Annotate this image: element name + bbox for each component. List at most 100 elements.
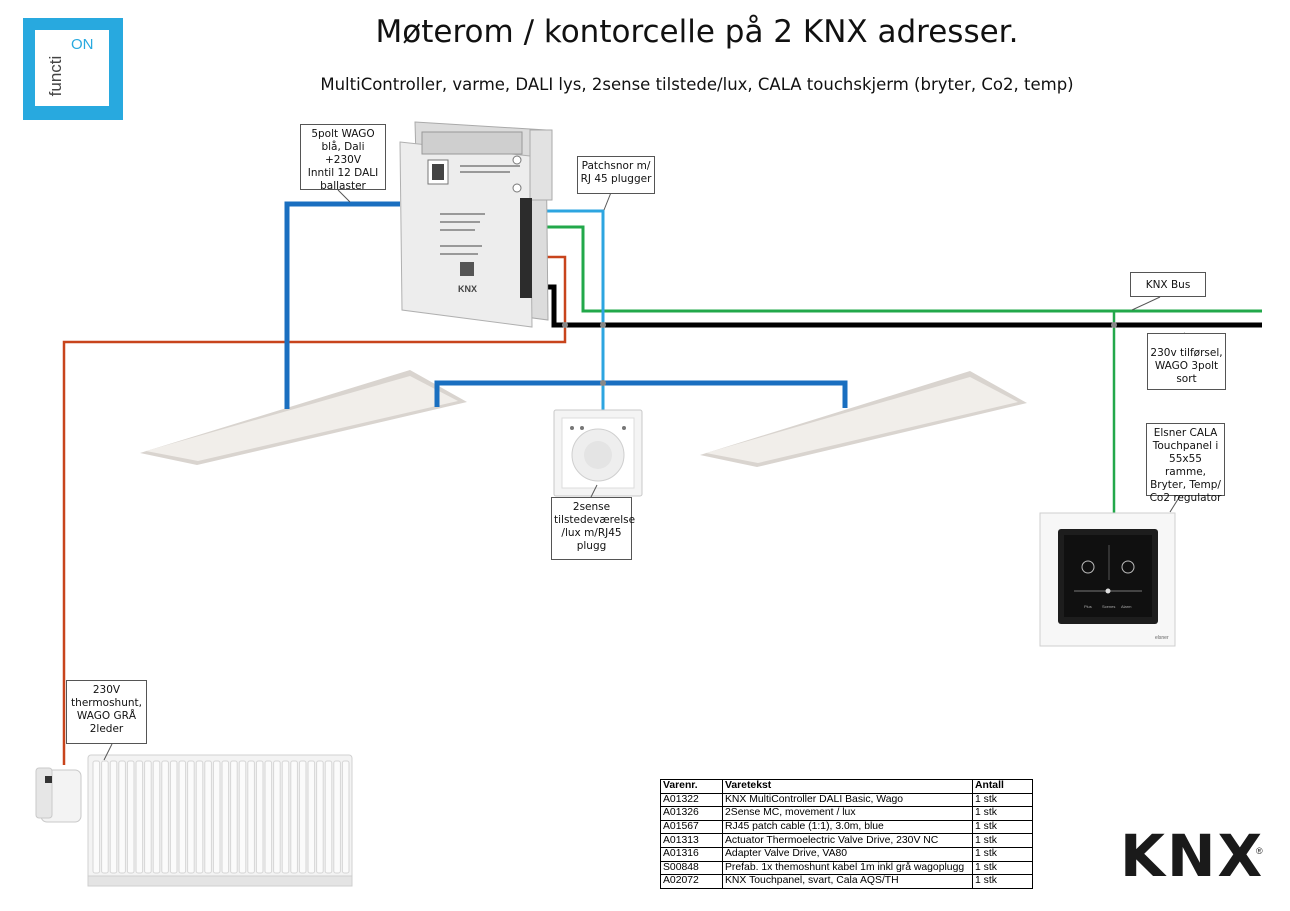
- callout-pointer: [1169, 495, 1181, 513]
- panel-button-scenes: Scenes: [1102, 604, 1115, 609]
- radiator-fin: [109, 760, 118, 874]
- radiator-fin: [212, 760, 221, 874]
- cala-touchpanel: Plus Scenes Alarm elsner: [1039, 512, 1176, 647]
- radiator-fin: [161, 760, 169, 874]
- junction-dot: [1111, 322, 1117, 328]
- panel-brand: elsner: [1155, 635, 1169, 641]
- callout-line: blå, Dali +230V: [321, 141, 365, 166]
- table-cell: A01316: [660, 846, 723, 862]
- radiator-fin: [230, 760, 238, 874]
- radiator-fin: [273, 760, 281, 874]
- functi-on-logo: ON functi: [23, 18, 123, 120]
- callout-line: tilstedeværelse: [554, 514, 636, 526]
- callout-line: Elsner CALA: [1153, 427, 1218, 439]
- callout-pointer: [590, 484, 598, 498]
- radiator-fin: [135, 760, 144, 874]
- panel-button-plus: Plus: [1084, 604, 1092, 609]
- callout-line: thermoshunt,: [71, 697, 142, 709]
- callout-pointer: [103, 743, 113, 761]
- callout-line: Bryter, Temp/: [1150, 479, 1221, 491]
- logo-on-text: ON: [71, 36, 94, 53]
- callout-pointer: [337, 189, 351, 203]
- col-varetekst: Varetekst: [722, 779, 973, 794]
- callout-line: WAGO GRÅ: [76, 710, 137, 722]
- table-header-row: Varenr. Varetekst Antall: [660, 779, 1033, 794]
- radiator-fin: [238, 760, 247, 874]
- callout-line: RJ 45 plugger: [580, 173, 652, 185]
- dali-blue-wire: [284, 201, 400, 409]
- knx-multicontroller: KNX: [399, 121, 553, 328]
- radiator: [87, 754, 353, 887]
- knx-green-wire: [530, 225, 1262, 313]
- panel-button-alarm: Alarm: [1121, 604, 1132, 609]
- radiator-fin: [187, 760, 195, 874]
- table-cell: 1 stk: [972, 860, 1033, 876]
- callout-line: /lux m/RJ45: [561, 527, 622, 539]
- radiator-fin: [101, 760, 109, 874]
- radiator-fin: [169, 760, 178, 874]
- col-antall: Antall: [972, 779, 1033, 794]
- table-cell: A01313: [660, 833, 723, 848]
- junction-dot: [600, 322, 606, 328]
- callout-line: WAGO 3polt: [1154, 360, 1219, 372]
- radiator-fin: [92, 760, 101, 874]
- radiator-fin: [298, 760, 307, 874]
- radiator-fin: [178, 760, 187, 874]
- table-cell: S00848: [660, 860, 723, 876]
- table-cell: 1 stk: [972, 846, 1033, 862]
- table-cell: A02072: [660, 874, 723, 889]
- radiator-fin: [152, 760, 161, 874]
- radiator-fin: [144, 760, 152, 874]
- table-cell: KNX MultiController DALI Basic, Wago: [722, 792, 973, 808]
- col-varenr: Varenr.: [660, 779, 723, 794]
- radiator-fin: [333, 760, 341, 874]
- controller-knx-mark: KNX: [458, 284, 477, 294]
- dali-light-panel-left: [140, 370, 467, 465]
- table-cell: 1 stk: [972, 874, 1033, 889]
- table-cell: 1 stk: [972, 833, 1033, 848]
- rj45-blue-wire: [530, 209, 605, 412]
- table-cell: 1 stk: [972, 806, 1033, 821]
- table-cell: 1 stk: [972, 819, 1033, 835]
- callout-line: KNX Bus: [1145, 279, 1191, 291]
- radiator-fin: [324, 760, 333, 874]
- callout-line: Co2 regulator: [1149, 492, 1222, 504]
- table-cell: 1 stk: [972, 792, 1033, 808]
- junction-dot: [600, 380, 606, 386]
- callout-line: 55x55 ramme,: [1164, 453, 1206, 478]
- table-cell: KNX Touchpanel, svart, Cala AQS/TH: [722, 874, 973, 889]
- radiator-fin: [221, 760, 230, 874]
- thermo-red-wire: [62, 255, 567, 765]
- table-cell: Prefab. 1x themoshunt kabel 1m inkl grå …: [722, 860, 973, 876]
- callout-line: plugg: [576, 540, 607, 552]
- callout-line: 2leder: [89, 723, 124, 735]
- radiator-fin: [247, 760, 255, 874]
- callout-line: Touchpanel i: [1152, 440, 1219, 452]
- dali-blue-bridge: [434, 380, 848, 408]
- junction-dot: [562, 322, 568, 328]
- radiator-fin: [264, 760, 273, 874]
- callout-line: 2sense: [572, 501, 611, 513]
- radiator-fin: [204, 760, 212, 874]
- radiator-fin: [290, 760, 298, 874]
- callout-pointer: [1131, 296, 1161, 311]
- radiator-fin: [316, 760, 324, 874]
- table-cell: RJ45 patch cable (1:1), 3.0m, blue: [722, 819, 973, 835]
- knx-logo: KNX: [1120, 822, 1265, 890]
- callout-line: ballaster: [320, 180, 366, 192]
- table-cell: Actuator Thermoelectric Valve Drive, 230…: [722, 833, 973, 848]
- table-cell: A01326: [660, 806, 723, 821]
- callout-line: 5polt WAGO: [311, 128, 375, 140]
- page-subtitle: MultiController, varme, DALI lys, 2sense…: [320, 75, 1074, 94]
